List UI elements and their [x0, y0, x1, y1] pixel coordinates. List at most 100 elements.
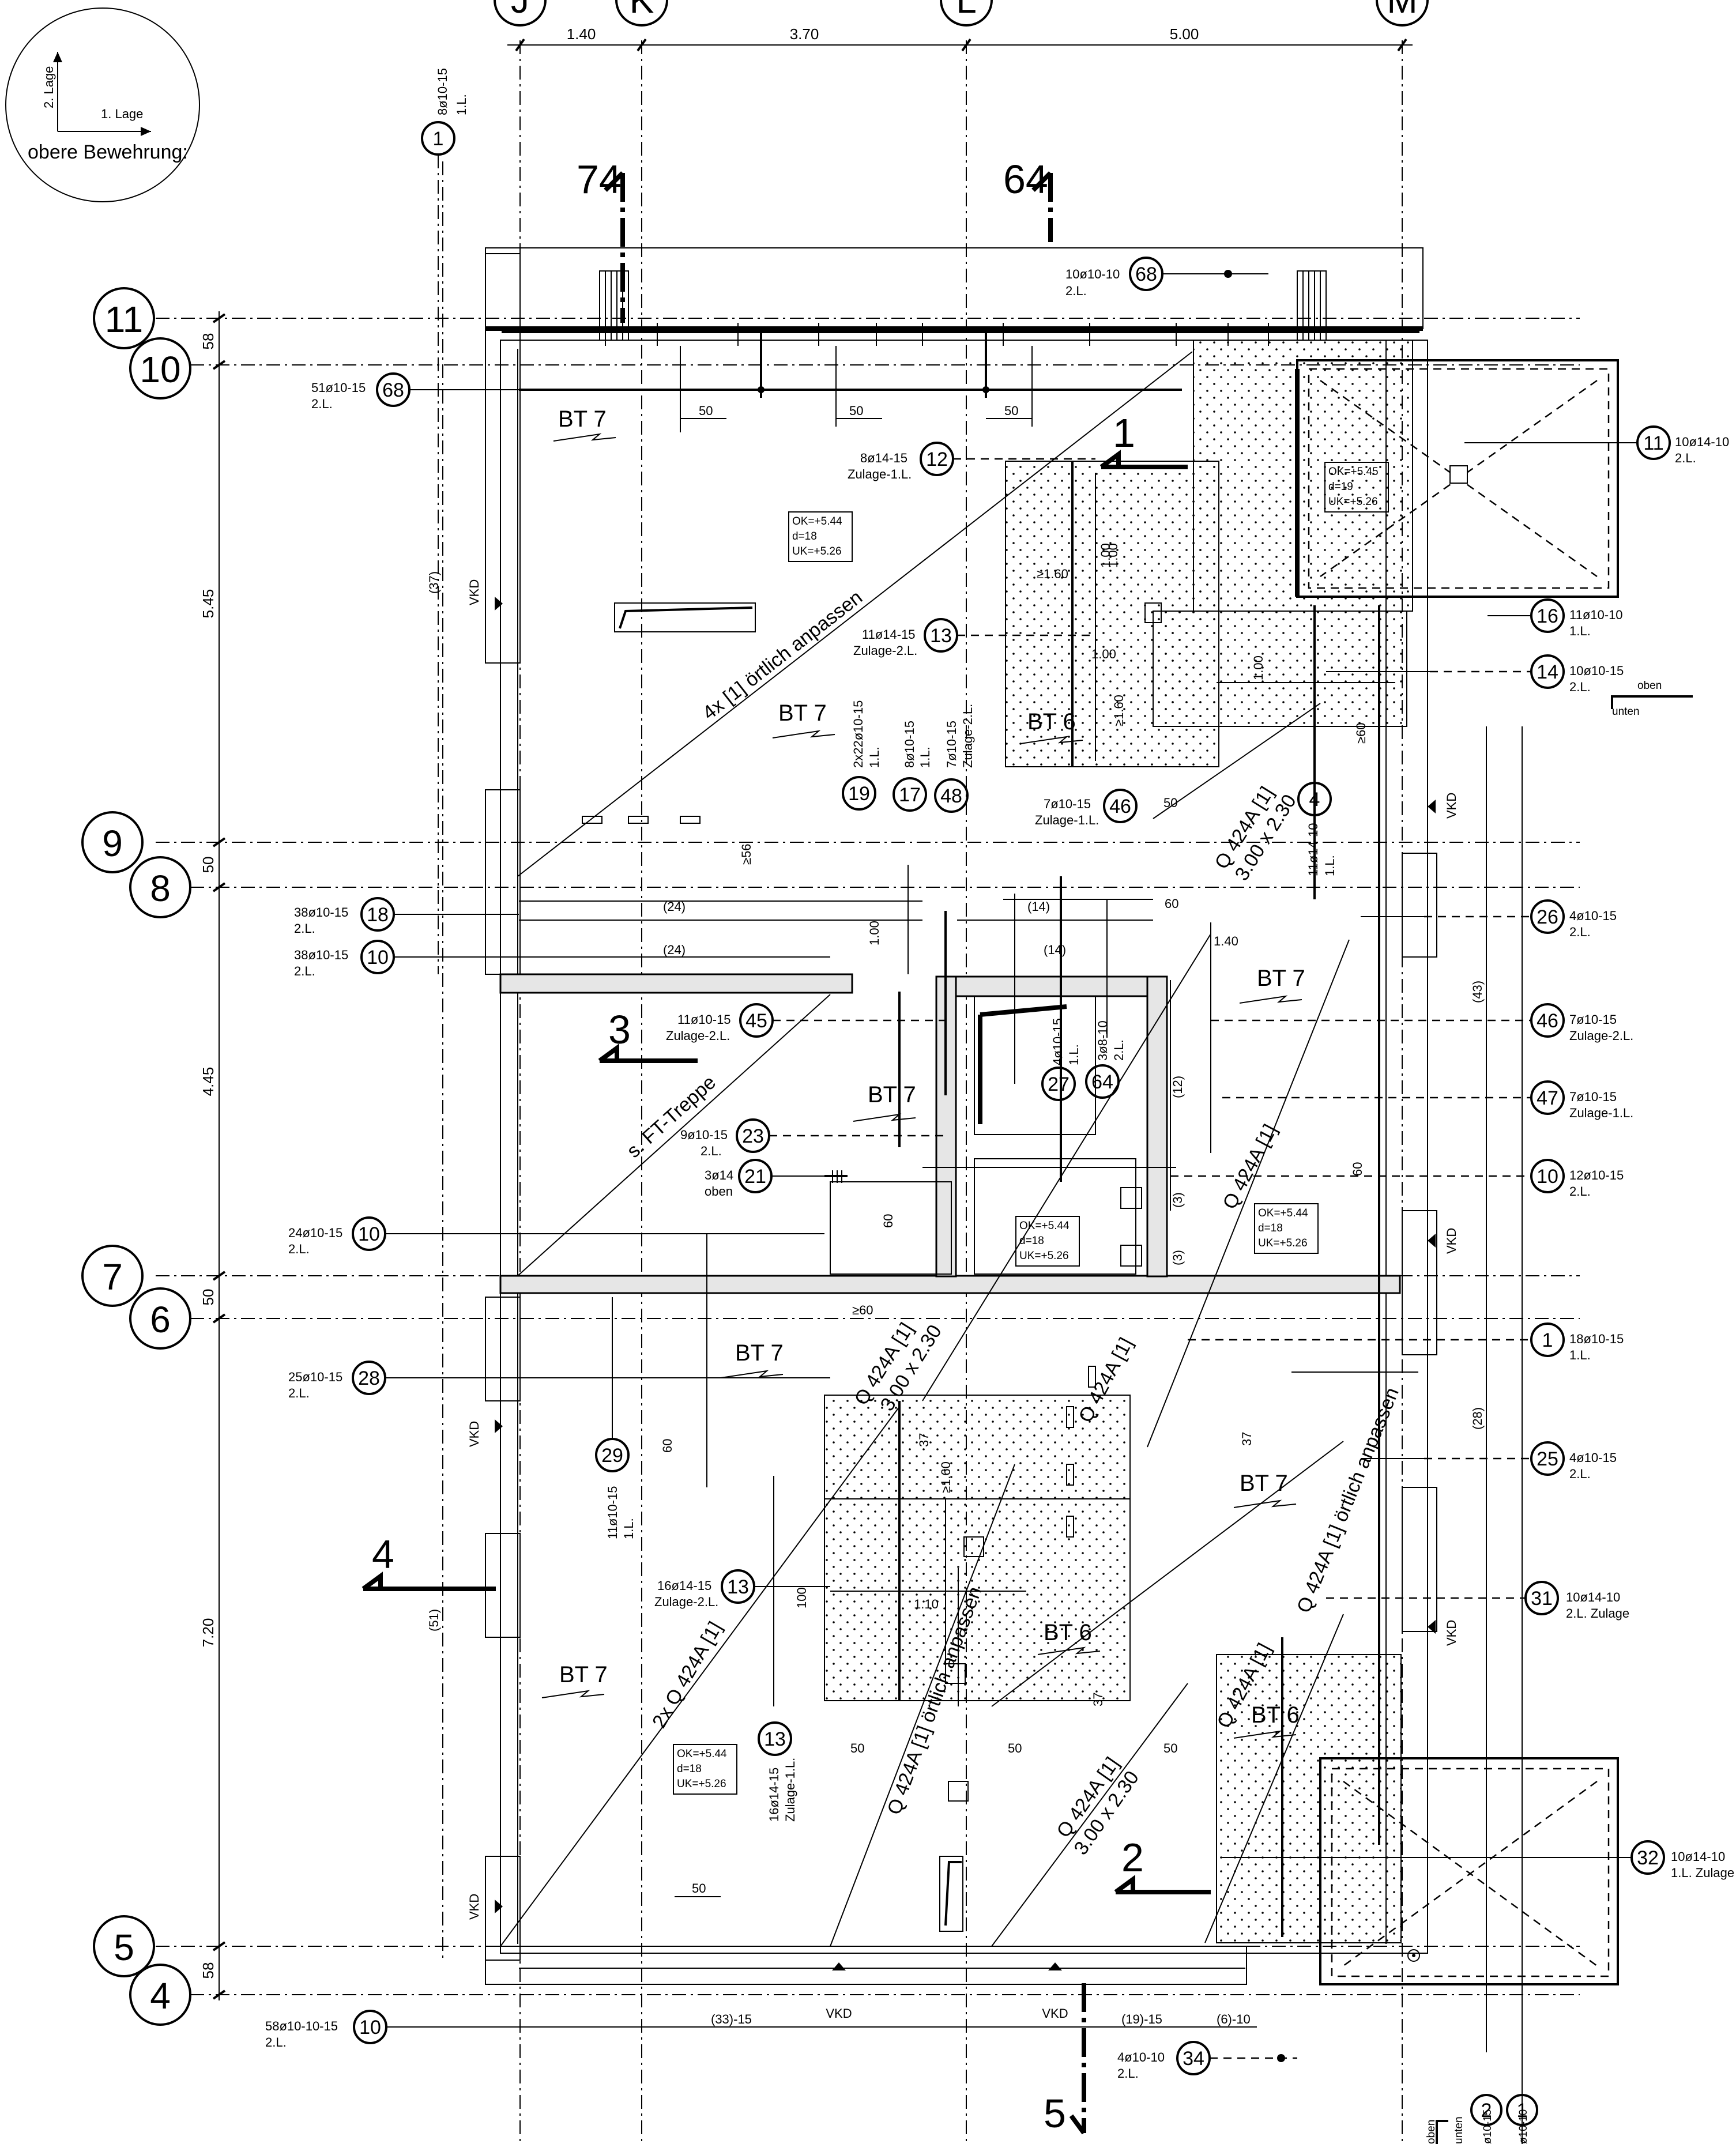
grid-label-10: 10 — [140, 349, 180, 390]
dim-left-3: 50 — [199, 857, 217, 873]
svg-text:11ø10-10: 11ø10-10 — [1569, 608, 1623, 622]
svg-text:2.L.: 2.L. — [288, 1242, 310, 1256]
bt-label: BT 7 — [868, 1082, 916, 1107]
rebar-callout-29: 29 11ø10-15 1.L. — [595, 1297, 636, 1539]
bt-labels: BT 7 BT 7 BT 6 BT 7 BT 7 BT 7 BT 7 BT 6 … — [541, 406, 1305, 1739]
svg-text:Zulage-1.L.: Zulage-1.L. — [1569, 1106, 1633, 1120]
rebar-callout-68-top: 68 10ø10-10 2.L. — [1065, 257, 1268, 298]
small-dim: 50 — [1163, 796, 1177, 810]
svg-text:UK=+5.26: UK=+5.26 — [1258, 1237, 1308, 1249]
svg-text:1.L.: 1.L. — [1323, 855, 1337, 876]
dim-top-2: 3.70 — [790, 25, 819, 43]
svg-text:23: 23 — [742, 1125, 764, 1147]
ok-box: OK=+5.44 d=18 UK=+5.26 — [1254, 1203, 1319, 1254]
svg-text:46: 46 — [1109, 796, 1131, 817]
svg-text:13: 13 — [727, 1576, 749, 1598]
ok-boxes: OK=+5.44 d=18 UK=+5.26 OK=+5.45 d=19 UK=… — [673, 462, 1389, 1795]
svg-text:45: 45 — [745, 1010, 767, 1032]
svg-text:d=18: d=18 — [1019, 1235, 1044, 1247]
small-dim: ≥60 — [1354, 722, 1368, 744]
svg-text:25ø10-15: 25ø10-15 — [288, 1370, 342, 1384]
bt-label: BT 7 — [559, 1662, 608, 1687]
small-dim: ≥1.60 — [1037, 567, 1068, 581]
section-64: 64 — [1003, 157, 1048, 202]
small-dim: (3) — [1170, 1192, 1185, 1208]
legend: 1. Lage 2. Lage obere Bewehrung: — [5, 7, 200, 202]
rebar-callout-16: 16 11ø10-10 1.L. — [1488, 598, 1623, 638]
ok-box: OK=+5.45 d=19 UK=+5.26 — [1324, 462, 1389, 513]
svg-text:10: 10 — [1537, 1166, 1558, 1188]
svg-text:2.L.: 2.L. — [1112, 1039, 1126, 1061]
small-dim: ≥1.60 — [1112, 695, 1126, 726]
rebar-callout-10-a: 10 38ø10-15 2.L. — [294, 940, 519, 978]
rebar-callout-1-bottom: 1 ø10-10 — [1506, 2094, 1538, 2144]
rebar-callout-13-mid: 13 16ø14-15 Zulage-2.L. — [654, 1569, 830, 1609]
svg-text:2.L. Zulage: 2.L. Zulage — [1566, 1606, 1629, 1621]
svg-text:38ø10-15: 38ø10-15 — [294, 948, 348, 962]
svg-text:3ø14: 3ø14 — [705, 1168, 733, 1182]
small-dim: 60 — [881, 1214, 895, 1228]
svg-text:8ø14-15: 8ø14-15 — [860, 451, 907, 465]
small-dim: 100 — [794, 1587, 809, 1608]
svg-text:d=18: d=18 — [1258, 1222, 1283, 1234]
grid-label-6: 6 — [150, 1299, 171, 1340]
svg-text:Zulage-1.L.: Zulage-1.L. — [848, 467, 912, 481]
bt-label: BT 7 — [1257, 966, 1305, 991]
svg-text:1.L.: 1.L. — [454, 94, 469, 115]
svg-text:2.L.: 2.L. — [1117, 2066, 1139, 2081]
grid-label-8: 8 — [150, 868, 171, 909]
svg-text:10ø14-10: 10ø14-10 — [1566, 1590, 1620, 1604]
rebar-callout-68-left: 68 51ø10-15 2.L. — [311, 372, 519, 411]
bt-label: BT 6 — [1044, 1620, 1092, 1645]
rebar-callout-25: 25 4ø10-15 2.L. — [1424, 1441, 1617, 1481]
svg-text:7ø10-15: 7ø10-15 — [944, 721, 959, 768]
svg-text:Zulage-2.L.: Zulage-2.L. — [853, 643, 917, 658]
rebar-ticks — [599, 270, 1327, 432]
svg-text:11ø14-10: 11ø14-10 — [1306, 823, 1320, 876]
rebar-callout-12: 12 8ø14-15 Zulage-1.L. — [848, 442, 1095, 481]
bt-label: BT 7 — [778, 700, 827, 726]
grid-axis-top: J K L M — [494, 0, 1429, 27]
svg-text:10: 10 — [367, 947, 389, 969]
detail-marks — [582, 602, 1162, 1932]
small-dim: 1.00 — [1098, 543, 1113, 568]
dim-left-4: 4.45 — [199, 1067, 217, 1097]
legend-axis-2: 2. Lage — [42, 66, 56, 108]
section-74: 74 — [577, 157, 622, 202]
rebar-callout-11-right: 11 10ø14-10 2.L. — [1464, 425, 1729, 465]
svg-text:10ø10-10: 10ø10-10 — [1065, 267, 1120, 281]
small-dim: ≥1.60 — [939, 1461, 953, 1493]
svg-text:58ø10-10-15: 58ø10-10-15 — [265, 2019, 338, 2033]
dimension-left: 58 5.45 50 4.45 50 7.20 58 — [199, 311, 226, 2000]
grid-label-9: 9 — [102, 823, 123, 864]
svg-text:1.L.: 1.L. — [1067, 1044, 1081, 1065]
svg-text:9ø10-15: 9ø10-15 — [680, 1128, 728, 1142]
svg-text:47: 47 — [1537, 1087, 1558, 1109]
grid-label-k: K — [630, 0, 654, 21]
svg-text:13: 13 — [930, 625, 952, 647]
svg-text:31: 31 — [1531, 1588, 1553, 1610]
small-dim: (3) — [1170, 1250, 1185, 1265]
small-dim: 60 — [1165, 896, 1178, 911]
svg-text:10ø14-10: 10ø14-10 — [1671, 1849, 1725, 1864]
svg-text:68: 68 — [1135, 263, 1157, 285]
svg-text:d=18: d=18 — [677, 1763, 702, 1775]
mesh-label: Q 424A [1] — [1219, 1121, 1282, 1213]
legend-title: obere Bewehrung: — [28, 141, 188, 163]
small-dim: 1.00 — [1106, 543, 1120, 568]
svg-text:16: 16 — [1537, 605, 1558, 627]
svg-text:12: 12 — [926, 449, 948, 470]
svg-text:12ø10-15: 12ø10-15 — [1569, 1168, 1624, 1182]
dim-left-6: 7.20 — [199, 1618, 217, 1648]
svg-text:4: 4 — [1309, 789, 1320, 811]
dim-left-5: 50 — [199, 1289, 217, 1306]
svg-text:34: 34 — [1183, 2048, 1204, 2070]
svg-text:8ø10-15: 8ø10-15 — [902, 721, 917, 768]
small-dim: (14) — [1027, 899, 1050, 914]
dim-top-3: 5.00 — [1170, 25, 1199, 43]
svg-text:25: 25 — [1537, 1448, 1558, 1470]
svg-text:48: 48 — [940, 785, 962, 807]
svg-text:2.L.: 2.L. — [265, 2035, 287, 2049]
grid-label-5: 5 — [114, 1927, 134, 1968]
rebar-callout-10-c: 10 24ø10-15 2.L. — [288, 1216, 519, 1256]
